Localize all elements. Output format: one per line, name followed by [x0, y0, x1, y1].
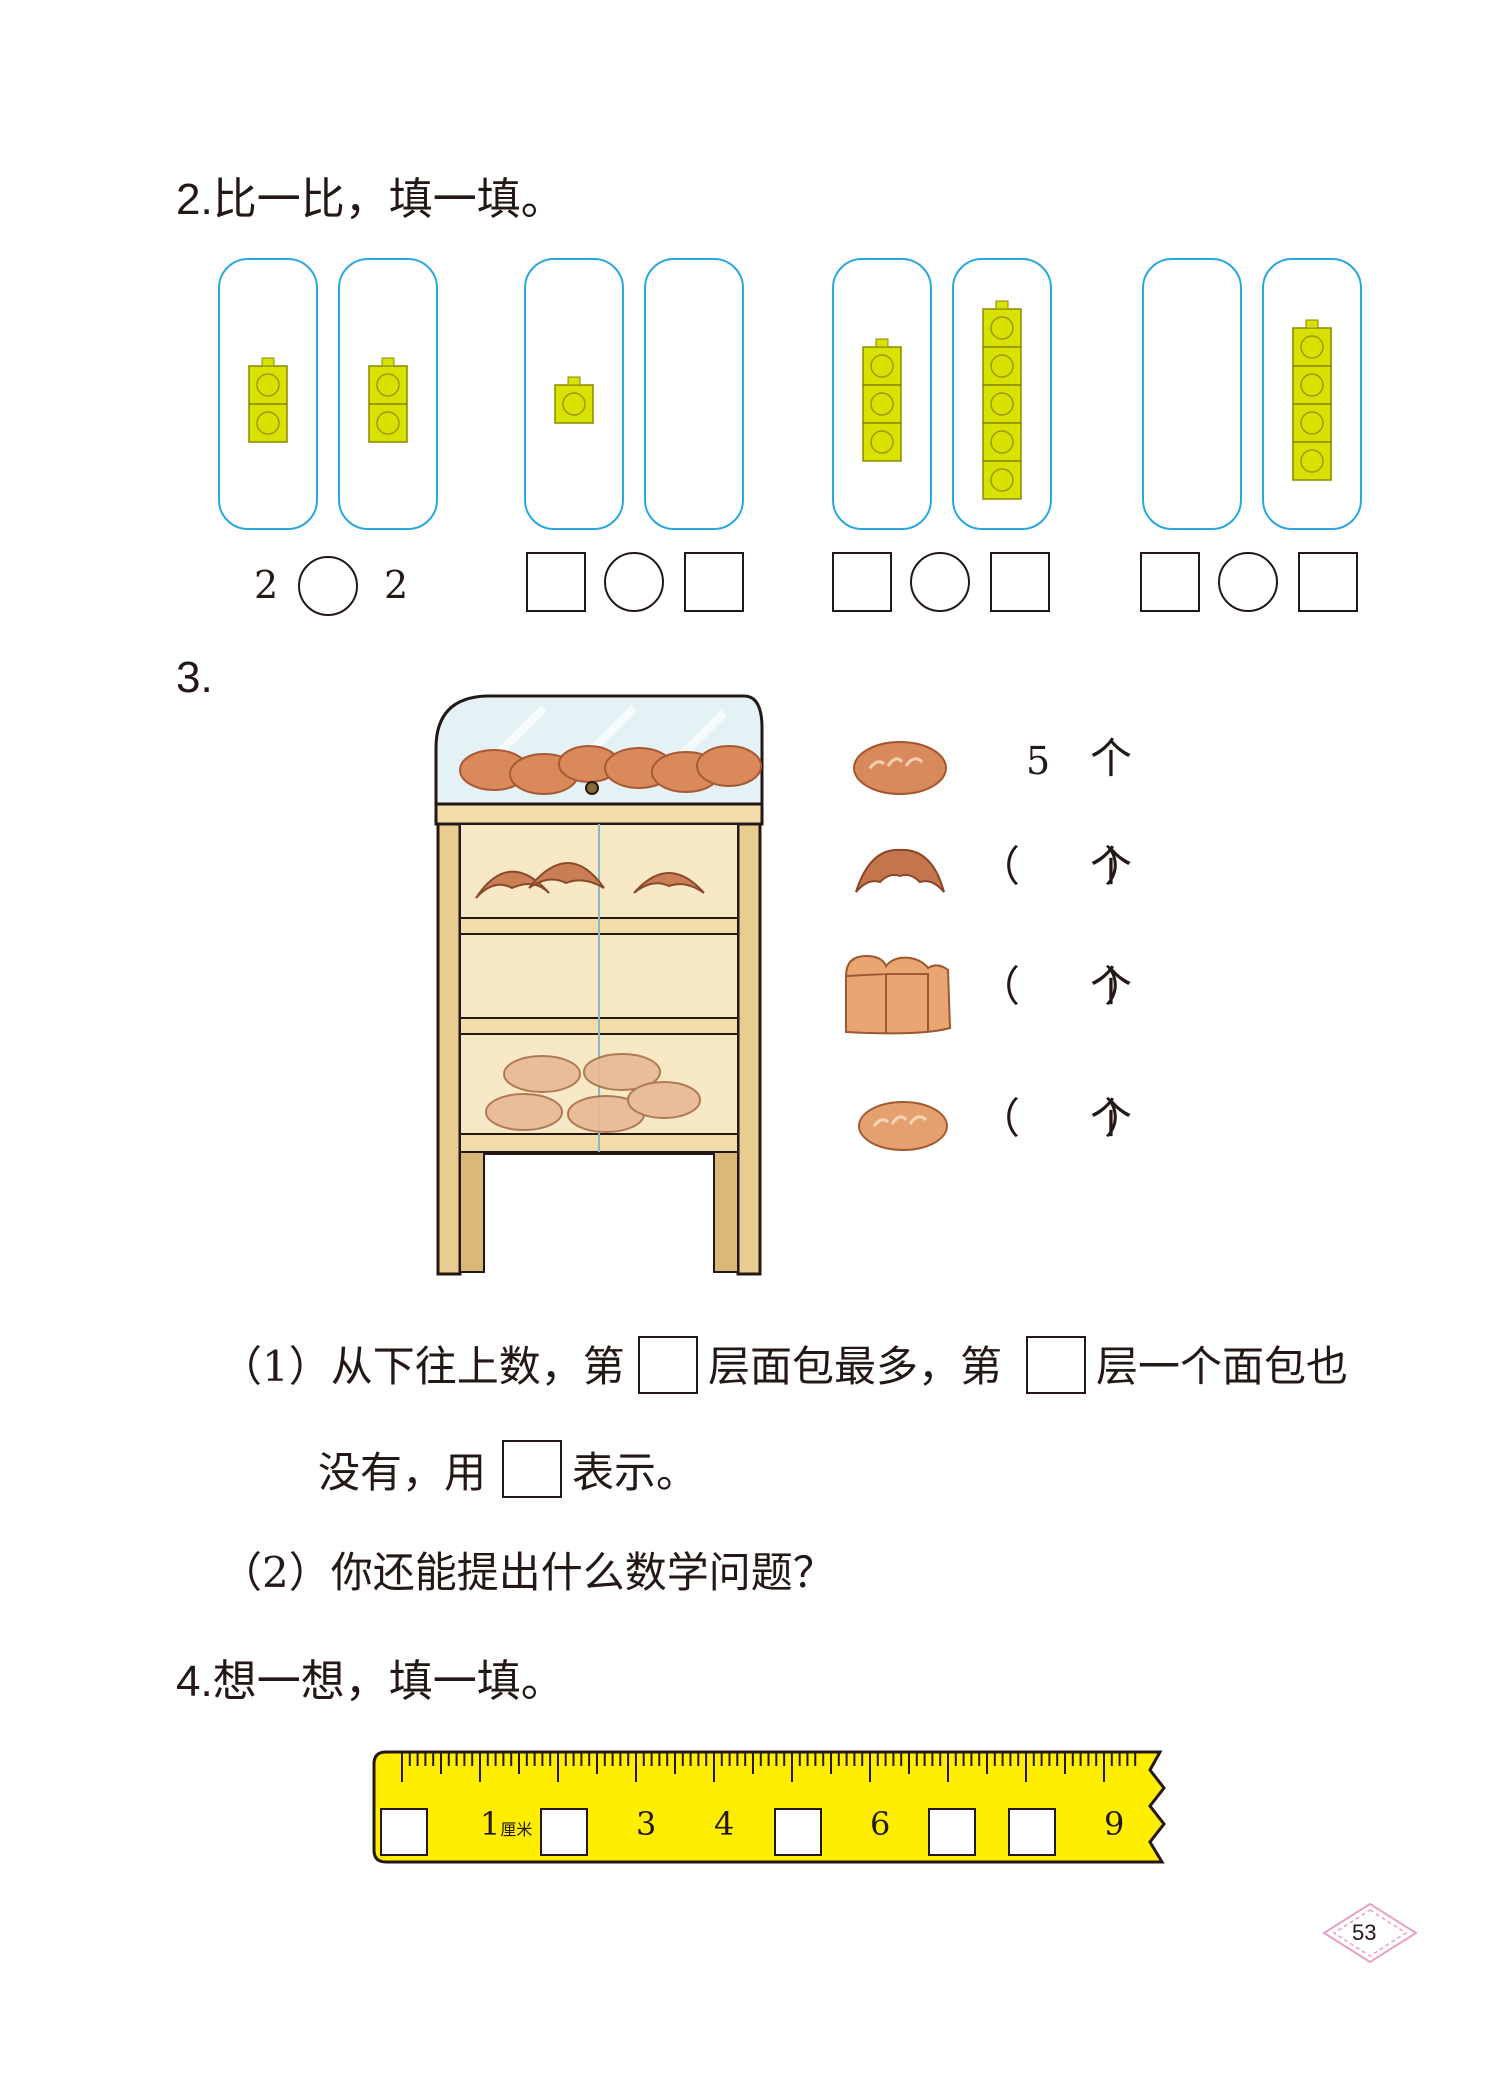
cube: [248, 403, 288, 443]
group3-right-box[interactable]: [990, 552, 1050, 612]
cube: [1292, 365, 1332, 405]
ruler-number-6: 6: [870, 1805, 891, 1843]
cube: [1292, 441, 1332, 481]
page-number: 53: [1352, 1920, 1377, 1945]
cube: [982, 300, 1022, 348]
cube: [982, 422, 1022, 462]
q3-sub1-text-e: 表示。: [572, 1448, 699, 1497]
q2-number: 2.: [176, 175, 213, 224]
q2-title: 比一比，填一填。: [212, 174, 565, 225]
cube: [368, 403, 408, 443]
q3-zero-box[interactable]: [502, 1440, 562, 1498]
group1-right-number: 2: [384, 563, 409, 607]
croissant-icon: [855, 848, 945, 893]
cube: [982, 346, 1022, 386]
ruler-number-3: 3: [636, 1805, 657, 1843]
compare-card-2-right: [644, 258, 744, 530]
cube: [862, 338, 902, 386]
q3-sub1-line1: （1）从下往上数，第: [220, 1346, 625, 1388]
q3-sub1-text-d: 没有，用: [318, 1448, 487, 1497]
group2-compare-circle[interactable]: [604, 552, 664, 612]
ruler-blank-0[interactable]: [380, 1808, 428, 1856]
cube: [1292, 403, 1332, 443]
toast-bread-icon: [845, 954, 952, 1035]
q3-sub1-text-b: 层面包最多，第: [708, 1342, 1003, 1391]
group4-right-box[interactable]: [1298, 552, 1358, 612]
cube: [248, 357, 288, 405]
roll-unit: 个: [1090, 1094, 1133, 1143]
ruler-blank-7[interactable]: [928, 1808, 976, 1856]
group2-right-box[interactable]: [684, 552, 744, 612]
q4-heading: 4.想一想，填一填。: [176, 1660, 565, 1704]
cube: [862, 422, 902, 462]
q3-sub2-label: （2）: [220, 1548, 331, 1597]
group3-left-box[interactable]: [832, 552, 892, 612]
roll-bread-icon: [858, 1101, 948, 1151]
q3-most-layer-box[interactable]: [638, 1336, 698, 1394]
q3-sub1-text-c: 层一个面包也: [1096, 1342, 1349, 1391]
ruler-number-1: 1厘米: [480, 1805, 533, 1843]
compare-card-1-left: [218, 258, 318, 530]
compare-card-4-left: [1142, 258, 1242, 530]
bread-loaf-unit: 个: [1090, 734, 1133, 783]
bread-loaf-count: 5: [1026, 739, 1051, 783]
group4-compare-circle[interactable]: [1218, 552, 1278, 612]
croissant-count-blank[interactable]: （ ）: [978, 842, 1147, 891]
q3-sub2-text: 你还能提出什么数学问题？: [330, 1548, 835, 1597]
cube: [982, 384, 1022, 424]
group3-compare-circle[interactable]: [910, 552, 970, 612]
ruler-blank-5[interactable]: [774, 1808, 822, 1856]
group1-left-number: 2: [254, 563, 279, 607]
croissant-unit: 个: [1090, 842, 1133, 891]
group1-compare-circle[interactable]: [298, 556, 358, 616]
bread-loaf-icon: [853, 741, 947, 795]
q4-title: 想一想，填一填。: [212, 1656, 565, 1707]
cube: [554, 376, 594, 424]
group4-left-box[interactable]: [1140, 552, 1200, 612]
group2-left-box[interactable]: [526, 552, 586, 612]
cube: [982, 460, 1022, 500]
cube: [368, 357, 408, 405]
page-number-ornament: [1322, 1902, 1418, 1964]
ruler-blank-8[interactable]: [1008, 1808, 1056, 1856]
q3-sub1-label: （1）: [220, 1342, 331, 1391]
q3-sub1-text-a: 从下往上数，第: [330, 1342, 625, 1391]
cube-stacks: [248, 300, 1332, 500]
ruler-number-4: 4: [714, 1805, 735, 1843]
q2-heading: 2.比一比，填一填。: [176, 178, 565, 222]
q3-empty-layer-box[interactable]: [1026, 1336, 1086, 1394]
roll-count-blank[interactable]: （ ）: [978, 1094, 1147, 1143]
q4-number: 4.: [176, 1657, 213, 1706]
toast-unit: 个: [1090, 962, 1133, 1011]
ruler-blank-2[interactable]: [540, 1808, 588, 1856]
q3-number: 3.: [176, 653, 213, 702]
ruler-unit-label: 厘米: [500, 1820, 533, 1839]
cube: [1292, 319, 1332, 367]
toast-count-blank[interactable]: （ ）: [978, 962, 1147, 1011]
cube: [862, 384, 902, 424]
q3-sub2: （2）你还能提出什么数学问题？: [220, 1552, 835, 1594]
bakery-shelf-illustration: [434, 694, 764, 1276]
ruler-number-9: 9: [1104, 1805, 1125, 1843]
